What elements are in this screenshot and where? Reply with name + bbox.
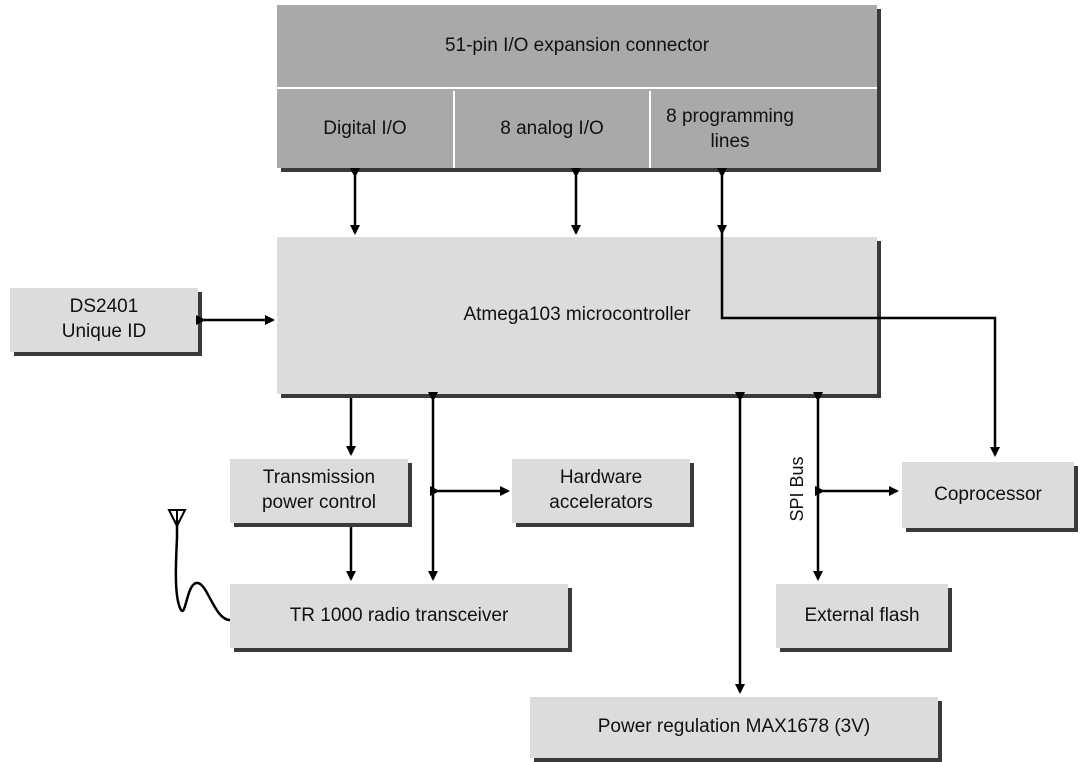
connector-title: 51-pin I/O expansion connector	[277, 5, 877, 89]
radio-transceiver-block: TR 1000 radio transceiver	[230, 584, 568, 648]
programming-to-coprocessor-line	[720, 233, 1000, 457]
tx-power-control-block: Transmission power control	[230, 459, 408, 523]
connector-analog-io: 8 analog I/O	[455, 91, 651, 168]
connector-block: 51-pin I/O expansion connector Digital I…	[277, 5, 877, 168]
connector-programming-lines: 8 programming lines	[666, 105, 794, 152]
power-regulation-block: Power regulation MAX1678 (3V)	[530, 697, 938, 758]
connector-digital-io: Digital I/O	[277, 91, 455, 168]
microcontroller-block: Atmega103 microcontroller	[277, 237, 877, 394]
antenna-icon	[174, 520, 231, 622]
coprocessor-block: Coprocessor	[902, 462, 1074, 528]
ds2401-block: DS2401 Unique ID	[10, 288, 198, 352]
external-flash-block: External flash	[776, 584, 948, 648]
hardware-accelerators-block: Hardware accelerators	[512, 459, 690, 523]
